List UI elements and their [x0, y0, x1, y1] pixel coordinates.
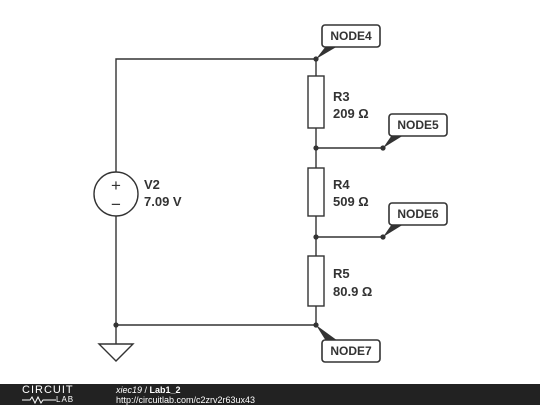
node-label-node4[interactable]: NODE4 — [316, 24, 381, 59]
node-label-node5[interactable]: NODE5 — [383, 113, 448, 148]
resistor-r3-value: 209 Ω — [333, 106, 369, 121]
node7-pointer — [316, 325, 338, 341]
footer-url-link[interactable]: http://circuitlab.com/c2zrv2r63ux43 — [116, 395, 256, 405]
resistor-r4-value: 509 Ω — [333, 194, 369, 209]
wire-top — [115, 58, 317, 172]
node4-text: NODE4 — [330, 29, 372, 43]
logo-wire-icon — [22, 396, 56, 404]
footer-circuit-title[interactable]: Lab1_2 — [149, 385, 181, 395]
resistor-r5[interactable]: R5 80.9 Ω — [307, 255, 372, 307]
node6-text: NODE6 — [397, 207, 439, 221]
node6-box — [388, 202, 448, 226]
junction-dot — [313, 145, 319, 151]
resistor-r4-body — [307, 167, 325, 217]
logo-circuit-text: CIRCUIT — [22, 384, 74, 396]
resistor-r5-name: R5 — [333, 266, 350, 281]
wire-bottom — [115, 216, 317, 326]
source-minus-sign: − — [111, 195, 121, 214]
node-label-node7[interactable]: NODE7 — [316, 325, 381, 363]
circuitlab-logo[interactable]: CIRCUIT LAB — [22, 384, 94, 405]
node5-text: NODE5 — [397, 118, 439, 132]
footer-user[interactable]: xiec19 — [116, 385, 143, 395]
resistor-r3-name: R3 — [333, 89, 350, 104]
wires — [115, 58, 383, 344]
node4-box — [321, 24, 381, 48]
node5-pointer — [383, 135, 404, 148]
node7-box — [321, 339, 381, 363]
source-name: V2 — [144, 177, 160, 192]
footer-bar: CIRCUIT LAB xiec19 / Lab1_2 http://circu… — [0, 384, 540, 405]
junction-dot — [113, 322, 119, 328]
resistor-r4-name: R4 — [333, 177, 350, 192]
footer-separator: / — [142, 385, 150, 395]
ground-icon — [97, 343, 135, 362]
resistor-r5-body — [307, 255, 325, 307]
node4-pointer — [316, 46, 338, 59]
resistor-r4[interactable]: R4 509 Ω — [307, 167, 369, 217]
node7-text: NODE7 — [330, 344, 372, 358]
resistor-r3-body — [307, 75, 325, 129]
node5-box — [388, 113, 448, 137]
source-value: 7.09 V — [144, 194, 182, 209]
source-plus-sign: + — [111, 176, 121, 195]
node-label-node6[interactable]: NODE6 — [383, 202, 448, 237]
resistor-r3[interactable]: R3 209 Ω — [307, 75, 369, 129]
resistor-r5-value: 80.9 Ω — [333, 284, 372, 299]
footer-title-line: xiec19 / Lab1_2 — [116, 385, 181, 395]
logo-lab-text: LAB — [56, 395, 75, 404]
node6-pointer — [383, 224, 404, 237]
voltage-source-circle — [93, 171, 139, 217]
junction-dot — [313, 234, 319, 240]
voltage-source-v2[interactable]: + − V2 7.09 V — [93, 171, 182, 217]
schematic-canvas: + − V2 7.09 V R3 209 Ω R4 509 Ω R5 80.9 … — [93, 24, 448, 363]
